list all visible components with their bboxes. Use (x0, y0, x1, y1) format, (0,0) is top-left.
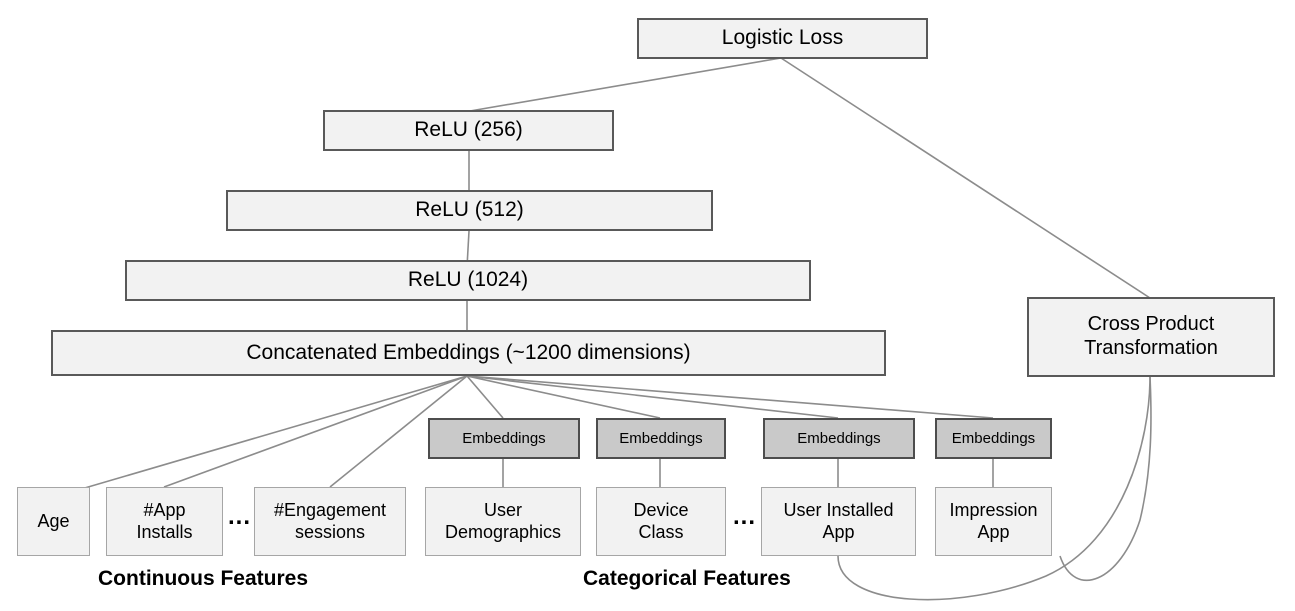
node-cross-product-transformation[interactable]: Cross Product Transformation (1027, 297, 1275, 377)
node-embeddings-1-label: Embeddings (462, 429, 546, 447)
edge-concat-to-embedding-3 (466, 375, 839, 419)
caption-continuous-features: Continuous Features (98, 567, 309, 590)
node-embeddings-impression-app[interactable]: Embeddings (935, 418, 1052, 459)
node-cross-product-line-2: Transformation (1084, 337, 1218, 359)
ellipsis-continuous-features: ... (228, 503, 252, 530)
node-cross-product-line-1: Cross Product (1087, 313, 1215, 336)
node-feature-device-class[interactable]: Device Class (596, 487, 726, 556)
node-feature-app-installs-line-2: Installs (136, 521, 193, 542)
node-feature-engagement-sessions[interactable]: #Engagement sessions (254, 487, 406, 556)
node-feature-impression-app-line-2: App (977, 521, 1010, 542)
edge-impression-app-to-cross-product (1059, 376, 1152, 582)
node-logistic-loss[interactable]: Logistic Loss (637, 18, 928, 59)
node-relu-512[interactable]: ReLU (512) (226, 190, 713, 231)
ellipsis-categorical-features: ... (733, 503, 757, 530)
node-feature-age-label: Age (37, 510, 70, 531)
node-embeddings-4-label: Embeddings (951, 429, 1036, 447)
node-feature-device-class-line-1: Device (633, 500, 689, 521)
edge-concat-to-embedding-4 (466, 375, 994, 419)
node-embeddings-user-demographics[interactable]: Embeddings (428, 418, 580, 459)
node-relu-256[interactable]: ReLU (256) (323, 110, 614, 151)
edge-concat-to-embedding-2 (466, 375, 661, 419)
node-feature-user-installed-app-line-2: App (822, 521, 855, 542)
node-logistic-loss-label: Logistic Loss (721, 26, 844, 50)
node-feature-impression-app[interactable]: Impression App (935, 487, 1052, 556)
node-embeddings-user-installed-app[interactable]: Embeddings (763, 418, 915, 459)
node-relu-256-label: ReLU (256) (414, 118, 523, 142)
node-concatenated-embeddings-label: Concatenated Embeddings (~1200 dimension… (246, 340, 691, 364)
node-feature-user-demographics-line-2: Demographics (444, 521, 562, 542)
node-feature-engagement-sessions-line-1: #Engagement (273, 500, 387, 521)
node-concatenated-embeddings[interactable]: Concatenated Embeddings (~1200 dimension… (51, 330, 886, 376)
node-relu-512-label: ReLU (512) (415, 198, 524, 222)
node-feature-age[interactable]: Age (17, 487, 90, 556)
edge-concat-to-age (53, 375, 468, 498)
node-feature-user-demographics-line-1: User (483, 500, 522, 521)
edge-concat-to-embedding-1 (466, 375, 504, 419)
node-feature-app-installs-line-1: #App (143, 500, 186, 521)
node-embeddings-2-label: Embeddings (619, 429, 703, 447)
node-relu-1024-label: ReLU (1024) (407, 268, 529, 292)
edge-loss-to-cross-product (780, 57, 1151, 299)
node-feature-engagement-sessions-line-2: sessions (294, 521, 366, 542)
edge-loss-to-relu256 (469, 57, 782, 112)
node-embeddings-3-label: Embeddings (797, 429, 881, 447)
node-embeddings-device-class[interactable]: Embeddings (596, 418, 726, 459)
node-feature-device-class-line-2: Class (638, 521, 684, 542)
node-feature-app-installs[interactable]: #App Installs (106, 487, 223, 556)
node-feature-user-installed-app[interactable]: User Installed App (761, 487, 916, 556)
node-feature-user-demographics[interactable]: User Demographics (425, 487, 581, 556)
edge-concat-to-app-installs (163, 375, 468, 488)
node-relu-1024[interactable]: ReLU (1024) (125, 260, 811, 301)
node-feature-impression-app-line-1: Impression (949, 500, 1038, 521)
node-feature-user-installed-app-line-1: User Installed (783, 500, 894, 521)
caption-categorical-features: Categorical Features (583, 567, 791, 590)
